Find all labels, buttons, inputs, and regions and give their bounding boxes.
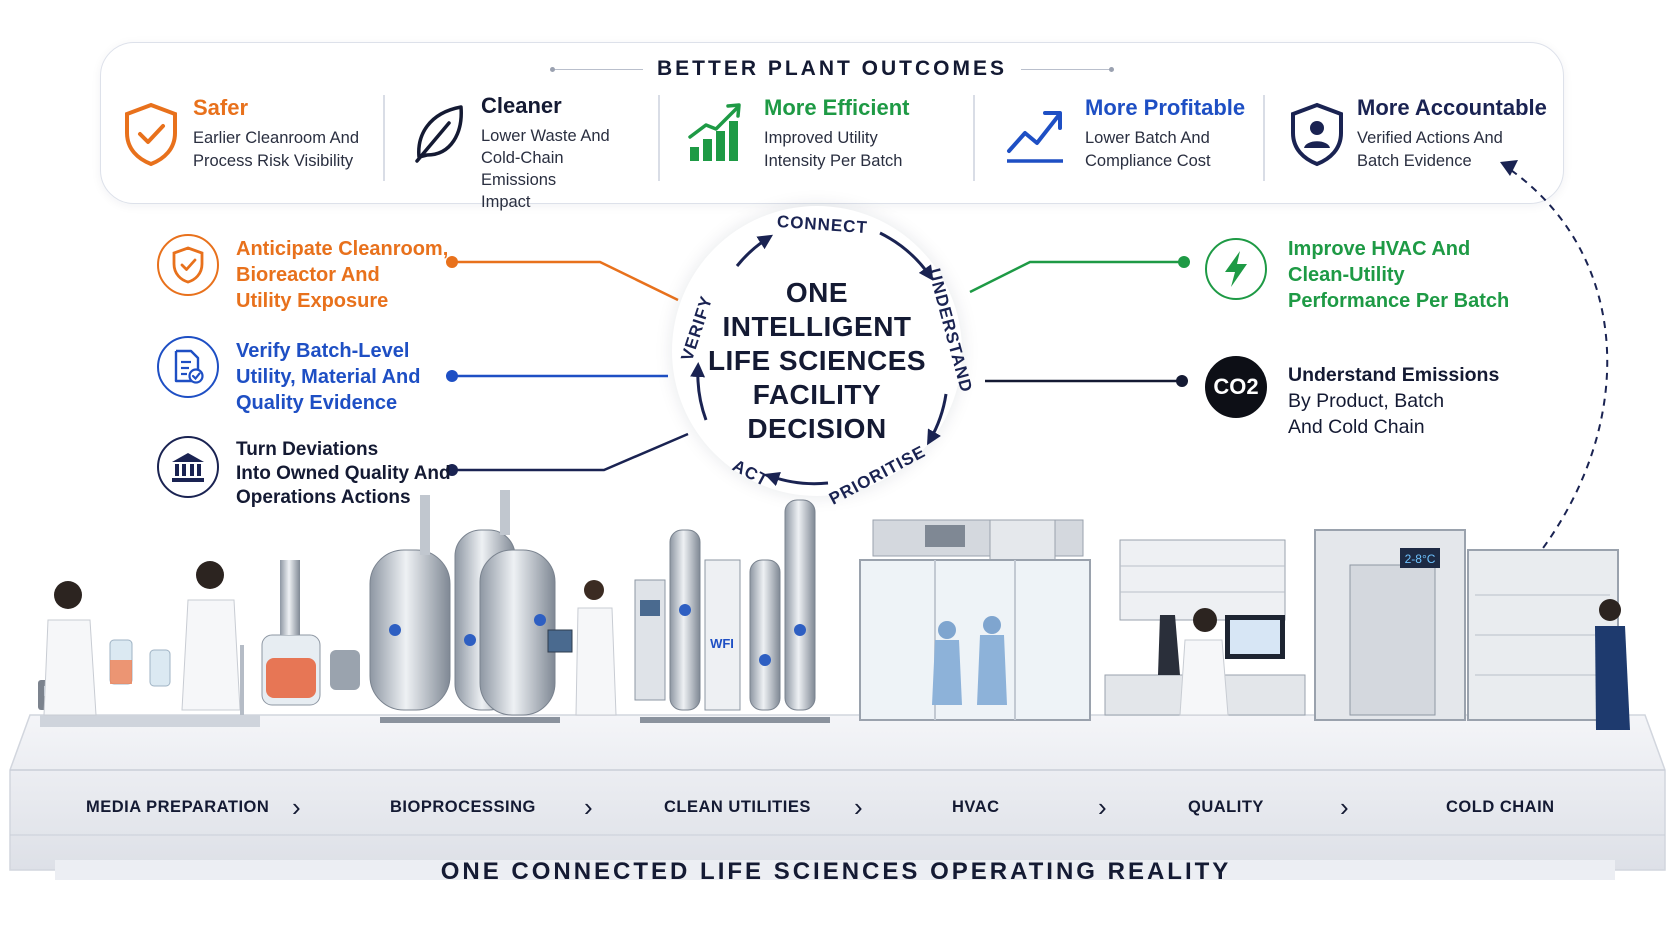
stage-media-preparation: MEDIA PREPARATION [86,798,270,816]
chevron-right-icon: › [1098,792,1107,822]
shield-user-icon [1291,102,1343,167]
stage-cold-chain: COLD CHAIN [1446,798,1555,816]
shield-check-icon [157,234,219,296]
outcomes-title: BETTER PLANT OUTCOMES [101,57,1563,81]
divider [658,95,660,181]
cycle-label-act: ACT [729,456,771,491]
divider [973,95,975,181]
outcomes-panel: BETTER PLANT OUTCOMES Safer Earlier Clea… [100,42,1564,211]
outcome-title: More Profitable [1085,95,1246,120]
institution-icon [157,436,219,498]
center-decision-text: ONE INTELLIGENT LIFE SCIENCES FACILITY D… [707,277,927,444]
chevron-right-icon: › [292,792,301,822]
stage-clean-utilities: CLEAN UTILITIES [664,798,811,816]
stage-bioprocessing: BIOPROCESSING [390,798,536,816]
stage-quality: QUALITY [1188,798,1264,816]
wfi-label: WFI [710,636,734,651]
shield-check-icon [125,102,177,167]
facility-illustration: WFI 2-8°C [9,490,1666,880]
cycle-label-connect: CONNECT [776,212,868,237]
chevron-right-icon: › [854,792,863,822]
center-decision-circle [672,206,962,496]
outcome-title: More Efficient [764,95,910,120]
outcome-title: Cleaner [481,93,562,118]
trend-up-icon [1007,111,1063,163]
temperature-display: 2-8°C [1405,552,1436,566]
stage-hvac: HVAC [952,798,1000,816]
divider [383,95,385,181]
divider [1263,95,1265,181]
co2-icon: CO2 [1205,356,1267,418]
chevron-right-icon: › [584,792,593,822]
outcome-title: Safer [193,95,249,120]
outcome-title: More Accountable [1357,95,1547,120]
bar-chart-up-icon [688,103,741,161]
leaf-icon [415,105,463,163]
lightning-bolt-icon [1205,238,1267,300]
footer-operating-reality: ONE CONNECTED LIFE SCIENCES OPERATING RE… [440,858,1232,885]
chevron-right-icon: › [1340,792,1349,822]
document-check-icon [157,336,219,398]
